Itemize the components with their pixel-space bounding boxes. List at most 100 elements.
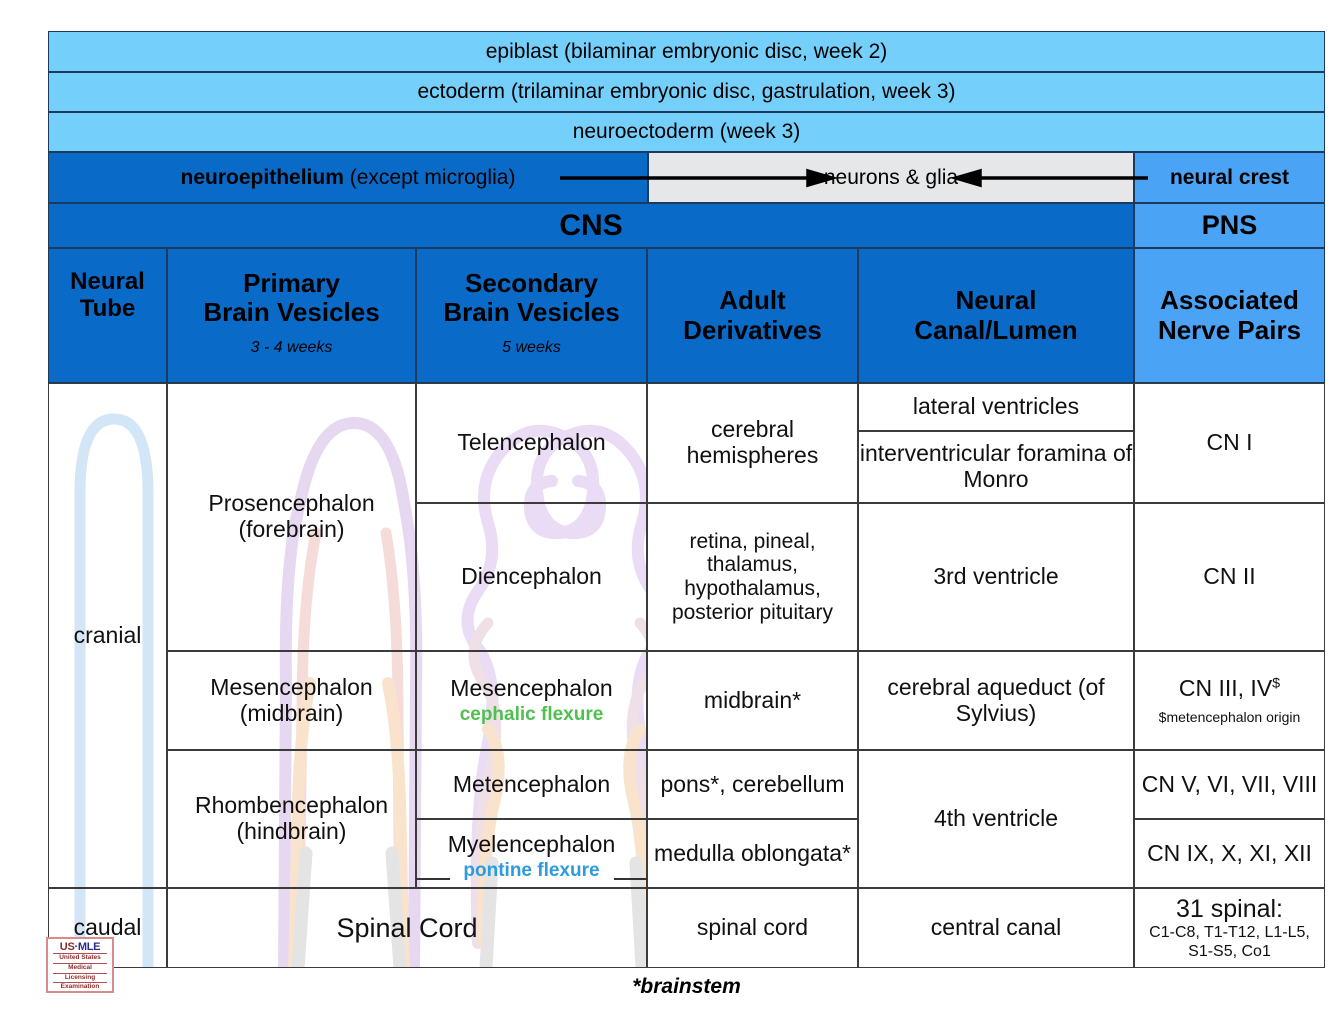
neural-canal-text: lateral ventricles <box>912 393 1080 420</box>
neural-canal-fourth-ventricle: 4th ventricle <box>858 750 1134 888</box>
neuroepithelium-bold: neuroepithelium <box>180 165 344 189</box>
neuroepithelium-label: neuroepithelium (except microglia) <box>181 166 516 190</box>
adult-derivative-text: spinal cord <box>696 914 809 941</box>
neural-canal-interventricular-foramina: interventricular foramina of Monro <box>858 431 1134 503</box>
primary-vesicle-line1: Prosencephalon <box>208 490 375 517</box>
primary-vesicle-line2: (hindbrain) <box>236 818 347 844</box>
neural-crest-label: neural crest <box>1169 165 1290 189</box>
adult-derivative-text: cerebral hemispheres <box>686 416 819 468</box>
adult-derivative-text: midbrain* <box>703 686 802 713</box>
cns-label: CNS <box>559 208 623 242</box>
adult-derivative-diencephalon-structures: retina, pineal, thalamus, hypothalamus, … <box>647 503 858 651</box>
adult-derivative-text: retina, pineal, thalamus, hypothalamus, … <box>671 529 834 624</box>
secondary-vesicle-myelencephalon: Myelencephalon pontine flexure <box>416 819 647 888</box>
column-header-sub: 5 weeks <box>502 339 561 357</box>
nerve-pairs-text: 31 spinal: <box>1175 894 1284 923</box>
neural-development-table: epiblast (bilaminar embryonic disc, week… <box>46 31 1325 998</box>
nerve-pairs-cn-i: CN I <box>1134 383 1325 503</box>
adult-derivative-cerebral-hemispheres: cerebral hemispheres <box>647 383 858 503</box>
secondary-vesicle-name: Myelencephalon <box>447 830 616 857</box>
adult-derivative-text: medulla oblongata* <box>654 839 851 866</box>
neural-canal-cerebral-aqueduct: cerebral aqueduct (of Sylvius) <box>858 651 1134 750</box>
adult-derivative-midbrain: midbrain* <box>647 651 858 750</box>
usmle-logo-line-4: Examination <box>53 982 107 992</box>
secondary-vesicle-name: Metencephalon <box>452 770 611 797</box>
lineage-band-neuroectoderm: neuroectoderm (week 3) <box>48 112 1325 152</box>
column-header-line1: Adult <box>719 285 786 316</box>
column-header-line1: Primary <box>243 268 340 298</box>
neural-tube-cranial-cell: cranial <box>48 383 167 888</box>
secondary-vesicle-telencephalon: Telencephalon <box>416 383 647 503</box>
primary-vesicle-line1: Mesencephalon <box>210 673 373 700</box>
adult-derivative-medulla-oblongata: medulla oblongata* <box>647 819 858 888</box>
neurons-glia-cell: neurons & glia <box>648 152 1134 203</box>
lineage-band-label: neuroectoderm (week 3) <box>572 120 801 144</box>
secondary-vesicle-name: Telencephalon <box>457 429 606 456</box>
usmle-logo-line-3: Licensing <box>53 972 107 983</box>
primary-vesicle-line1: Rhombencephalon <box>194 792 389 819</box>
nerve-pairs-text: CN III, IV$ <box>1159 675 1301 702</box>
column-header-line2: Canal/Lumen <box>914 314 1078 345</box>
nerve-pairs-superscript: $ <box>1272 675 1281 692</box>
column-header-secondary-brain-vesicles: Secondary Brain Vesicles 5 weeks <box>416 248 647 383</box>
neural-crest-cell: neural crest <box>1134 152 1325 203</box>
neural-canal-third-ventricle: 3rd ventricle <box>858 503 1134 651</box>
primary-vesicle-rhombencephalon: Rhombencephalon (hindbrain) <box>167 750 416 888</box>
primary-vesicle-prosencephalon: Prosencephalon (forebrain) <box>167 383 416 651</box>
nerve-pairs-cn-v-viii: CN V, VI, VII, VIII <box>1134 750 1325 819</box>
cephalic-flexure-label: cephalic flexure <box>459 703 604 725</box>
neural-canal-text: cerebral aqueduct (of Sylvius) <box>887 673 1105 726</box>
nerve-pairs-text: CN IX, X, XI, XII <box>1147 839 1312 866</box>
column-header-neural-tube: Neural Tube <box>48 248 167 383</box>
neural-canal-text: central canal <box>930 914 1062 941</box>
secondary-vesicle-diencephalon: Diencephalon <box>416 503 647 651</box>
usmle-logo-line-2: Medical <box>53 962 107 973</box>
nerve-pairs-cn-ix-xii: CN IX, X, XI, XII <box>1134 819 1325 888</box>
cns-header-cell: CNS <box>48 203 1134 248</box>
footnote-brainstem: *brainstem <box>48 975 1325 999</box>
usmle-logo: US·MLE United States Medical Licensing E… <box>46 937 114 993</box>
secondary-vesicle-metencephalon: Metencephalon <box>416 750 647 819</box>
lineage-band-epiblast: epiblast (bilaminar embryonic disc, week… <box>48 31 1325 72</box>
nerve-pairs-cn-iii-iv: CN III, IV$ $metencephalon origin <box>1134 651 1325 750</box>
nerve-pairs-note: C1-C8, T1-T12, L1-L5, S1-S5, Co1 <box>1149 923 1310 960</box>
adult-derivative-pons-cerebellum: pons*, cerebellum <box>647 750 858 819</box>
secondary-vesicle-name: Mesencephalon <box>450 674 613 701</box>
neural-canal-central-canal: central canal <box>858 888 1134 968</box>
column-header-line1: Neural <box>955 285 1037 316</box>
primary-vesicle-line2: (midbrain) <box>239 699 344 726</box>
column-header-primary-brain-vesicles: Primary Brain Vesicles 3 - 4 weeks <box>167 248 416 383</box>
pns-label: PNS <box>1201 210 1258 241</box>
footnote-text: *brainstem <box>632 975 741 998</box>
column-header-adult-derivatives: Adult Derivatives <box>647 248 858 383</box>
primary-vesicle-line2: (forebrain) <box>238 516 345 542</box>
neural-canal-text: 3rd ventricle <box>933 563 1059 590</box>
nerve-pairs-text: CN V, VI, VII, VIII <box>1141 770 1318 797</box>
neural-canal-text: interventricular foramina of Monro <box>859 440 1133 492</box>
column-header-sub: 3 - 4 weeks <box>250 339 333 357</box>
column-header-associated-nerve-pairs: Associated Nerve Pairs <box>1134 248 1325 383</box>
neurons-glia-label: neurons & glia <box>823 165 959 189</box>
neural-canal-lateral-ventricles: lateral ventricles <box>858 383 1134 431</box>
column-header-line1: Associated <box>1160 285 1299 316</box>
adult-derivative-text: pons*, cerebellum <box>660 770 845 797</box>
column-header-line1: Neural <box>70 268 145 295</box>
column-header-line2: Derivatives <box>683 314 822 345</box>
neural-canal-text: 4th ventricle <box>933 805 1058 832</box>
lineage-band-label: ectoderm (trilaminar embryonic disc, gas… <box>417 80 956 104</box>
nerve-pairs-text: CN II <box>1203 563 1256 590</box>
neuroepithelium-cell: neuroepithelium (except microglia) <box>48 152 648 203</box>
column-header-line2: Brain Vesicles <box>203 297 380 328</box>
column-header-line1: Secondary <box>465 268 598 298</box>
neuroepithelium-rest: (except microglia) <box>343 165 516 189</box>
primary-vesicle-spinal-cord: Spinal Cord <box>167 888 647 968</box>
lineage-band-ectoderm: ectoderm (trilaminar embryonic disc, gas… <box>48 72 1325 112</box>
primary-vesicle-line1: Spinal Cord <box>336 912 478 943</box>
nerve-pairs-spinal: 31 spinal: C1-C8, T1-T12, L1-L5, S1-S5, … <box>1134 888 1325 968</box>
usmle-logo-title: US·MLE <box>60 941 101 953</box>
lineage-band-label: epiblast (bilaminar embryonic disc, week… <box>485 39 888 63</box>
adult-derivative-spinal-cord: spinal cord <box>647 888 858 968</box>
usmle-logo-mle: MLE <box>77 941 101 953</box>
usmle-logo-line-1: United States <box>53 953 107 963</box>
pontine-flexure-label: pontine flexure <box>463 859 600 881</box>
